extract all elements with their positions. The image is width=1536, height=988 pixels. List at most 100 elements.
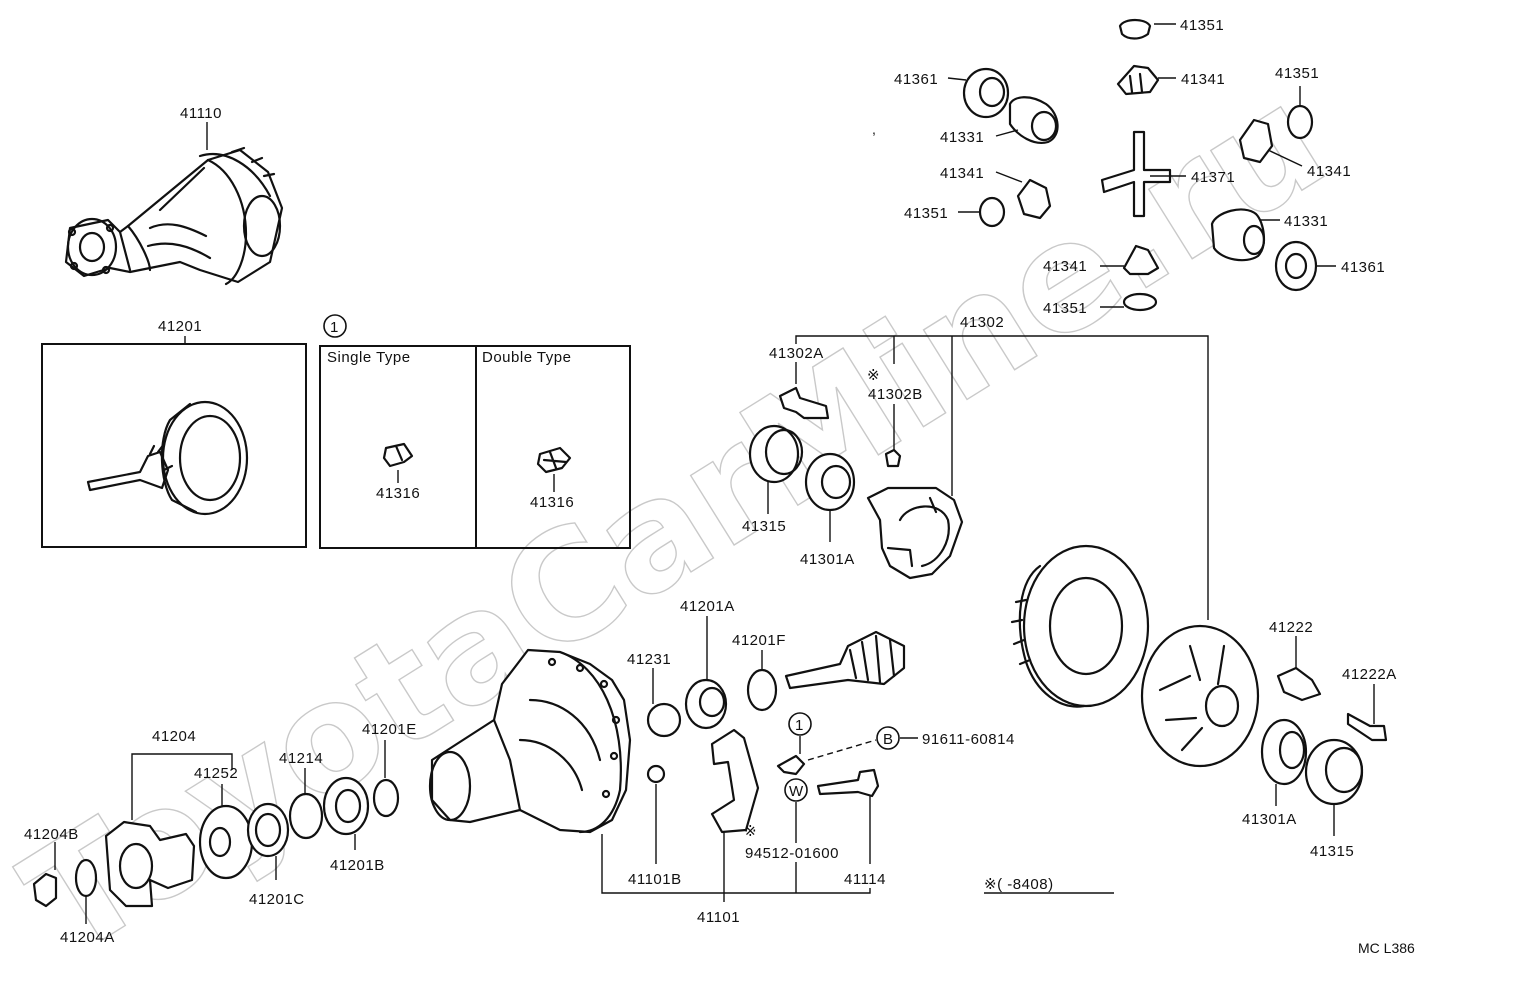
differential-case-detail [886, 496, 950, 568]
label-41316-double: 41316 [530, 494, 574, 511]
thrust-washer-41361-left-drawing [962, 67, 1010, 119]
lock-plate-41222-drawing [1276, 666, 1322, 702]
label-41214: 41214 [279, 750, 323, 767]
label-41204B: 41204B [24, 826, 79, 843]
pinion-shaft-41371-drawing [1100, 130, 1172, 218]
leader-41341-right [1267, 149, 1303, 167]
label-41371: 41371 [1191, 169, 1235, 186]
bearing-41301A-left-inner [820, 464, 852, 500]
washer-41351-top-drawing [1118, 18, 1152, 40]
callout-1b-circle [788, 712, 812, 736]
washer-41351-bottom-drawing [1122, 292, 1158, 312]
label-41331-left: 41331 [940, 129, 984, 146]
pinion-41341-right-drawing [1238, 118, 1274, 164]
drive-pinion-teeth [848, 634, 896, 684]
label-41302B: 41302B [868, 386, 923, 403]
carrier-housing-41101-drawing [428, 648, 632, 834]
side-gear-41331-left-hub [1030, 110, 1058, 142]
stray-mark: , [872, 121, 876, 137]
label-41302A: 41302A [769, 345, 824, 362]
label-41361-right: 41361 [1341, 259, 1385, 276]
bracket-41204 [131, 753, 233, 820]
washer-41351-right-drawing [1286, 104, 1314, 140]
label-41301A-right: 41301A [1242, 811, 1297, 828]
label-41301A-left: 41301A [800, 551, 855, 568]
ring-pinion-drawing [86, 400, 249, 516]
deflector-41252-drawing [198, 804, 254, 880]
label-41201F: 41201F [732, 632, 786, 649]
bearing-41301A-left-drawing [804, 452, 856, 512]
label-41110: 41110 [180, 105, 222, 122]
bolt-41114-drawing [816, 768, 880, 798]
side-gear-41331-right-hub [1242, 224, 1266, 256]
ring-gear-assembly-drawing [1010, 544, 1260, 768]
label-91611-60814: 91611-60814 [922, 731, 1015, 748]
label-41231: 41231 [627, 651, 671, 668]
leader-41341-left [995, 171, 1023, 183]
deflector-41252-inner [208, 826, 232, 858]
label-41315-right: 41315 [1310, 843, 1354, 860]
adjusting-nut-41315-left-drawing [748, 424, 800, 484]
dashed-leader-to-B [807, 739, 877, 761]
marker-W-circle [784, 778, 808, 802]
label-41315-left: 41315 [742, 518, 786, 535]
marker-B-label: B [883, 731, 894, 748]
label-41101: 41101 [697, 909, 740, 926]
label-41201B: 41201B [330, 857, 385, 874]
bearing-41201A-inner [698, 686, 726, 718]
double-type-label: Double Type [482, 349, 571, 366]
carrier-assembly-drawing [64, 146, 284, 286]
label-41204A: 41204A [60, 929, 115, 946]
adjusting-nut-41315-right-inner [1324, 746, 1364, 794]
adjusting-nut-41315-right-drawing [1304, 738, 1364, 806]
label-41101B: 41101B [628, 871, 682, 888]
label-41222: 41222 [1269, 619, 1313, 636]
label-41222A: 41222A [1342, 666, 1397, 683]
label-41204: 41204 [152, 728, 196, 745]
label-41351-top: 41351 [1180, 17, 1224, 34]
bearing-41201B-inner [334, 788, 362, 824]
label-41341-bottom: 41341 [1043, 258, 1087, 275]
slinger-41214-drawing [288, 792, 324, 840]
ring-pinion-set-box [41, 343, 307, 548]
nut-41204B-drawing [32, 872, 58, 908]
oil-seal-41201C-inner [254, 812, 282, 848]
label-41341-top: 41341 [1181, 71, 1225, 88]
bolt-41222A-drawing [1346, 712, 1388, 742]
callout-1-label: 1 [330, 319, 339, 336]
label-41201E: 41201E [362, 721, 417, 738]
bearing-cap-41101-drawing [710, 728, 760, 834]
bearing-41201A-drawing [684, 678, 728, 730]
label-41351-left: 41351 [904, 205, 948, 222]
label-41316-single: 41316 [376, 485, 420, 502]
thrust-washer-41361-left-inner [978, 76, 1006, 108]
drawing-code: MC L386 [1358, 940, 1415, 956]
label-41341-left: 41341 [940, 165, 984, 182]
label-41114: 41114 [844, 871, 886, 888]
label-41201C: 41201C [249, 891, 305, 908]
label-41351-right: 41351 [1275, 65, 1319, 82]
bolt-41302A-drawing [778, 386, 830, 420]
clip-41316-drawing [776, 754, 806, 776]
pinion-41341-top-drawing [1116, 64, 1160, 96]
label-41252: 41252 [194, 765, 238, 782]
double-type-clip-drawing [536, 446, 572, 474]
bearing-41301A-right-drawing [1260, 718, 1308, 786]
washer-41351-left-drawing [978, 196, 1006, 228]
spacer-41201F-drawing [746, 668, 778, 712]
bearing-41231-drawing [646, 702, 682, 738]
oil-seal-41201C-drawing [246, 802, 290, 858]
label-41361-left: 41361 [894, 71, 938, 88]
thrust-washer-41361-right-drawing [1274, 240, 1318, 292]
single-type-clip-drawing [382, 442, 414, 468]
washer-41204A-drawing [74, 858, 98, 898]
label-41201: 41201 [158, 318, 202, 335]
companion-flange-41204-bore [118, 842, 154, 890]
pinion-41341-left-drawing [1016, 178, 1052, 220]
spacer-41201E-drawing [372, 778, 400, 818]
callout-1-circle [323, 314, 347, 338]
drive-pinion-drawing [784, 630, 906, 690]
label-41351-bottom: 41351 [1043, 300, 1087, 317]
